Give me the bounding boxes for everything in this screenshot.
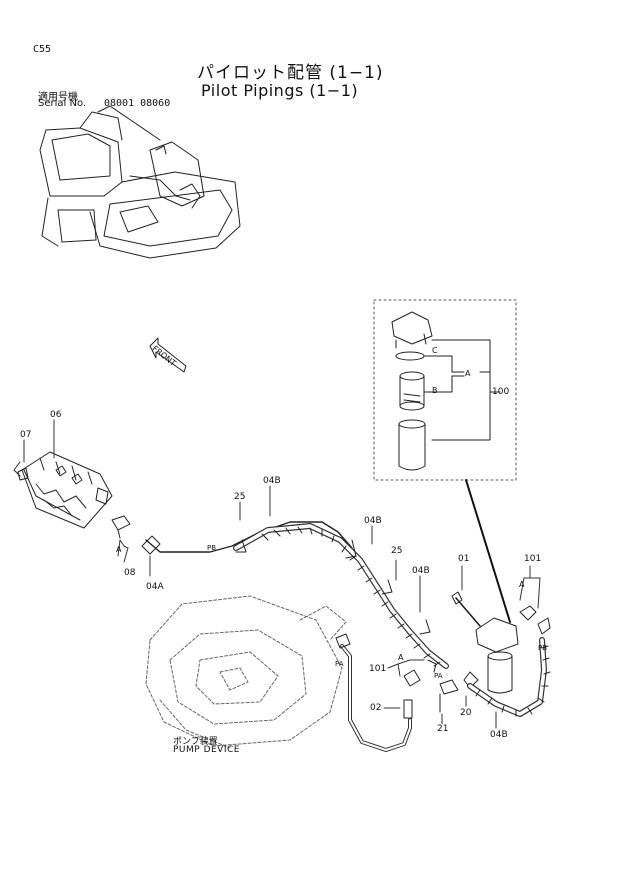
serial-label-japanese: 適用号機 [38,92,78,103]
clamp-lower [419,619,431,635]
callout-pa-1: PA [335,660,344,668]
callout-04a: 04A [146,582,164,592]
clamp-25-right [381,579,393,595]
callout-b-box: B [432,386,438,395]
hose-pa [335,633,412,752]
hose-04b-upper [233,523,449,669]
callout-pb-2: PB [538,644,548,652]
bolt-01 [455,597,481,627]
page-title-english: Pilot Pipings (1−1) [201,81,359,100]
fitting-pa [427,659,437,673]
pilot-filter-detail-box [373,299,517,481]
clamp-21 [439,679,459,695]
callout-101-top: 101 [524,554,542,564]
pipe-04a-end-fitting [141,535,161,555]
callout-a-box: A [465,369,471,378]
fitting-08 [111,515,131,539]
serial-range: 08001 08060 [104,98,171,109]
page-code: C55 [33,44,52,55]
pilot-filter-assembly [439,591,551,713]
page-title-japanese: パイロット配管 (1−1) [197,63,384,83]
callout-04b-mid: 04B [364,516,382,526]
callout-04b-bottom: 04B [490,730,508,740]
callout-a-101b: A [398,653,404,662]
callout-c-box: C [432,346,438,355]
fitting-101-left [403,669,421,687]
callout-a-101: A [519,580,525,589]
filter-detail-leader [465,479,511,623]
callout-25-left: 25 [234,492,246,502]
callout-08: 08 [124,568,136,578]
pump-label-japanese: ポンプ装置 [173,737,218,747]
pump-label-english: PUMP DEVICE [173,745,240,755]
callout-100: 100 [492,387,510,397]
callout-101-left: 101 [369,664,387,674]
callout-06: 06 [50,410,62,420]
fitting-101-top [519,605,537,621]
bolt-07 [13,461,21,477]
callout-25-right: 25 [391,546,403,556]
pump-device-sketch [145,595,347,749]
clamp-25-left [235,539,247,553]
callout-02: 02 [370,703,382,713]
callout-a-left: A [116,545,122,554]
callout-pb-1: PB [207,544,217,552]
pilot-valve-block [17,451,113,529]
callout-07: 07 [20,430,32,440]
callout-04b-top: 04B [263,476,281,486]
front-arrow-icon [149,337,187,373]
callout-20: 20 [460,708,472,718]
pipe-04a [145,521,353,553]
serial-label-english: Serial No. [38,98,87,109]
fitting-02 [403,699,413,719]
excavator-overview-sketch [39,105,241,259]
hose-04b-lower [467,637,551,717]
callout-04b-right: 04B [412,566,430,576]
clamp-mid [345,539,357,559]
callout-leaders [23,419,541,729]
callout-01: 01 [458,554,470,564]
callout-21: 21 [437,724,449,734]
callout-pa-2: PA [434,672,443,680]
